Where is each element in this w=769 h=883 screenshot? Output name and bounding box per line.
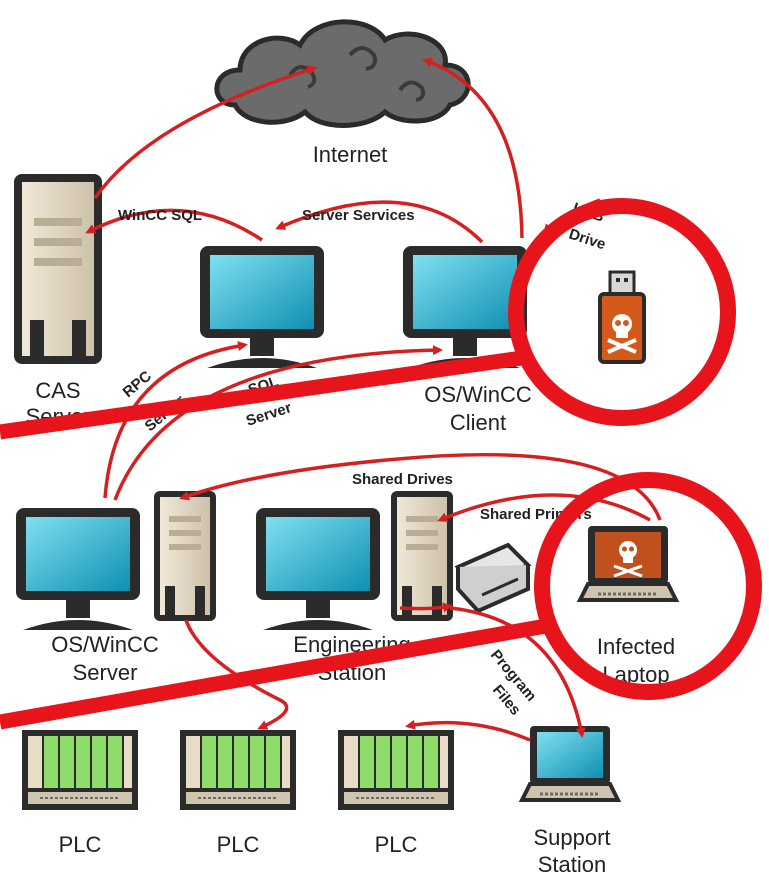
arrow-rpc-client [113, 345, 443, 501]
monitor-icon [256, 508, 380, 630]
internet-label: Internet [313, 142, 388, 167]
support-label-1: Support [533, 825, 610, 850]
skull-icon [613, 541, 643, 578]
support-label-2: Station [538, 852, 607, 877]
shared-drives-label: Shared Drives [352, 471, 453, 488]
arrow-sql-cas [85, 208, 263, 242]
plc-rack-icon [337, 729, 455, 811]
arrow-cas-internet [93, 65, 318, 200]
arrow-support-plc [405, 719, 531, 742]
laptop-icon [520, 724, 620, 802]
laptop-label-1: Infected [597, 634, 675, 659]
client-label-2: Client [450, 410, 506, 435]
highlight-circle-laptop [534, 472, 762, 700]
server-tower-icon [394, 494, 450, 618]
arrow-rpc-sql [103, 341, 248, 499]
highlight-line-laptop [0, 618, 548, 730]
arrow-eng-support [449, 606, 586, 738]
highlight-circle-usb [508, 198, 736, 426]
arrow-client-sql [275, 200, 484, 244]
os-server-label-1: OS/WinCC [51, 632, 159, 657]
cas-server-label-1: CAS [35, 378, 80, 403]
usb-drive-icon [598, 270, 646, 364]
highlight-line-usb [0, 350, 524, 440]
plc-rack-icon [21, 729, 139, 811]
server-tower-icon [157, 494, 213, 618]
client-label-1: OS/WinCC [424, 382, 532, 407]
cloud-icon [214, 19, 471, 128]
rpc-label-1: RPC [120, 368, 155, 401]
plc-label-1: PLC [59, 832, 102, 857]
os-server-label-2: Server [73, 660, 138, 685]
skull-icon [607, 314, 637, 354]
server-services-label: Server Services [302, 207, 415, 224]
laptop-icon [576, 526, 680, 602]
arrow-server-plc [184, 619, 289, 730]
usb-drive-label-2: Drive [567, 226, 608, 254]
plc-rack-icon [179, 729, 297, 811]
plc-label-3: PLC [375, 832, 418, 857]
arrow-client-internet [422, 57, 524, 239]
plc-label-2: PLC [217, 832, 260, 857]
monitor-icon [16, 508, 140, 630]
server-tower-icon [14, 174, 102, 364]
printer-icon [454, 542, 532, 614]
arrow-printer-link [399, 602, 453, 613]
wincc-sql-label: WinCC SQL [118, 207, 202, 224]
arrow-shared-printers [437, 493, 651, 522]
